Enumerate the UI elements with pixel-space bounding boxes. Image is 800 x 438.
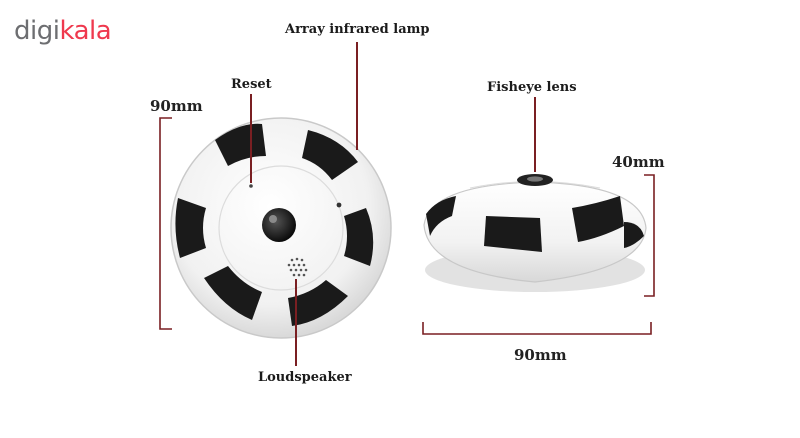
ir-pad [288,280,348,326]
ir-pad [426,196,456,236]
dim-text-side-height: 40mm [612,153,665,171]
digikala-logo: digikala [14,16,112,46]
dim-side-width [422,322,652,335]
lens-side-highlight [527,176,543,182]
logo-text-kala: kala [59,16,112,46]
front-view-camera [170,117,392,339]
speaker-grille [287,257,308,277]
ir-pad [175,198,206,258]
label-fisheye-lens: Fisheye lens [487,80,577,95]
dim-text-side-width: 90mm [514,346,567,364]
label-reset: Reset [231,77,272,92]
label-loudspeaker: Loudspeaker [258,370,352,385]
reset-hole [249,184,253,188]
ir-pad [344,208,374,266]
label-array-infrared-lamp: Array infrared lamp [285,22,430,37]
leader-lines [250,42,536,366]
ir-pad [624,222,644,248]
side-view-camera [423,174,647,292]
ir-pad [302,130,358,180]
logo-text-digi: digi [14,16,60,46]
fisheye-lens-front [262,208,296,242]
dim-text-front-height: 90mm [150,97,203,115]
dim-side-height [644,174,655,297]
ir-pad [215,123,266,166]
ir-pads-front [175,123,374,326]
ir-pad [204,266,262,320]
dimension-lines [159,117,655,335]
inner-ring [218,165,344,291]
dim-front-height [159,117,172,330]
ir-pad [572,196,624,242]
lens-highlight [269,215,277,223]
ir-pads-side [426,196,644,252]
ir-pad [484,216,542,252]
mic-dot [336,202,342,208]
